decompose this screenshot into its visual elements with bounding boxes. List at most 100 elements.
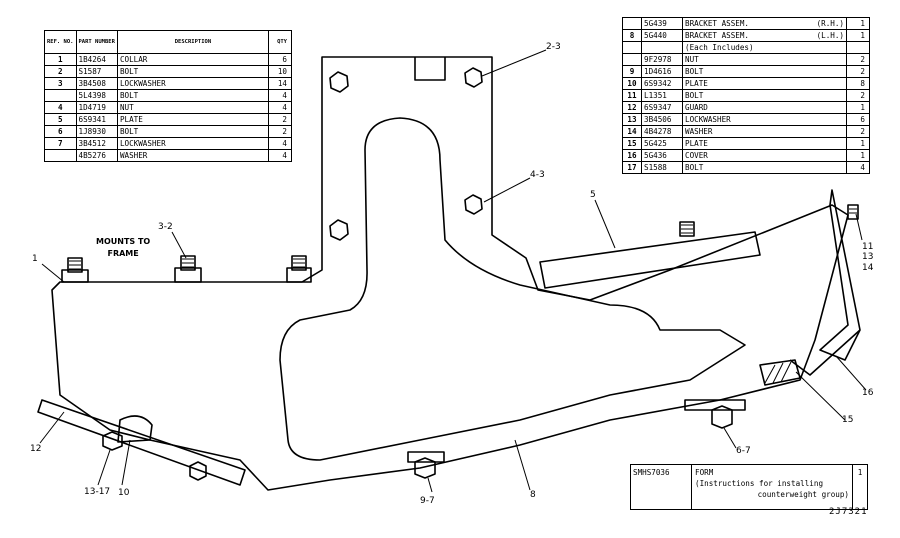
row-qty: 2 <box>268 113 292 126</box>
row-qty: 4 <box>268 89 292 102</box>
row-part-number: 1B4264 <box>75 53 118 66</box>
row-description: BOLT <box>116 125 270 138</box>
header-ref: REF. NO. <box>44 30 77 54</box>
row-description: LOCKWASHER <box>116 137 270 150</box>
row-part-number: 5L4398 <box>75 89 118 102</box>
bolt-left-lower <box>189 461 207 481</box>
callout-2-3: 2-3 <box>546 42 561 52</box>
form-desc-line2: (Instructions for installing <box>695 479 824 488</box>
callout-8: 8 <box>530 490 536 500</box>
row-part-number: 6S9341 <box>75 113 118 126</box>
row-description: BOLT <box>116 65 270 78</box>
row-ref: 16 <box>622 149 642 162</box>
callout-1: 1 <box>32 254 38 264</box>
form-description: FORM (Instructions for installing counte… <box>692 465 853 509</box>
row-ref: 2 <box>44 65 77 78</box>
row-description: BOLT <box>685 163 704 172</box>
row-description-cell: BOLT <box>682 89 847 102</box>
row-side: (L.H.) <box>816 31 844 40</box>
row-qty: 6 <box>846 113 870 126</box>
callout-12: 12 <box>30 444 42 454</box>
row-description-cell: COVER <box>682 149 847 162</box>
row-qty: 4 <box>846 161 870 174</box>
row-description: BOLT <box>685 91 704 100</box>
mounts-note-line1: MOUNTS TO <box>96 237 151 246</box>
row-ref <box>622 41 642 54</box>
top-notch <box>414 57 446 81</box>
row-part-number: 1J8930 <box>75 125 118 138</box>
row-part-number: 6S9342 <box>641 77 683 90</box>
callout-6-7: 6-7 <box>736 446 751 456</box>
row-description: WASHER <box>116 149 270 162</box>
bolt-11 <box>847 204 859 220</box>
bolt-13-17 <box>102 431 123 451</box>
form-desc-line3: counterweight group) <box>757 490 849 499</box>
row-part-number: 6S9347 <box>641 101 683 114</box>
bolt-10 <box>117 415 153 443</box>
callout-5: 5 <box>590 190 596 200</box>
row-part-number: 3B4512 <box>75 137 118 150</box>
hex-bolt-top-left <box>329 71 349 93</box>
form-part-number: SMHS7036 <box>631 465 692 509</box>
bracket-recess <box>279 117 746 461</box>
callout-10: 10 <box>118 488 130 498</box>
row-qty: 6 <box>268 53 292 66</box>
row-qty: 1 <box>846 17 870 30</box>
row-description-cell: BOLT <box>682 161 847 174</box>
row-description: BOLT <box>116 89 270 102</box>
row-ref: 13 <box>622 113 642 126</box>
row-description-cell: PLATE <box>682 77 847 90</box>
row-description-cell: LOCKWASHER <box>682 113 847 126</box>
row-description: LOCKWASHER <box>685 115 731 124</box>
leader-lines <box>39 49 867 493</box>
row-part-number: 5G436 <box>641 149 683 162</box>
row-description: BOLT <box>685 67 704 76</box>
row-description: (Each Includes) <box>685 43 754 52</box>
row-ref: 8 <box>622 29 642 42</box>
row-ref: 12 <box>622 101 642 114</box>
row-part-number: 5G439 <box>641 17 683 30</box>
row-ref: 10 <box>622 77 642 90</box>
callout-16: 16 <box>862 388 874 398</box>
plate-5 <box>539 231 761 289</box>
row-part-number: 1D4616 <box>641 65 683 78</box>
callout-11: 11 <box>862 242 874 252</box>
stud-1 <box>61 257 89 283</box>
row-part-number: 4B4278 <box>641 125 683 138</box>
stud-plate-5 <box>679 221 695 237</box>
row-description: LOCKWASHER <box>116 77 270 90</box>
row-description-cell: BOLT <box>682 65 847 78</box>
guard-left <box>37 399 246 486</box>
row-ref <box>622 17 642 30</box>
row-part-number: S1587 <box>75 65 118 78</box>
form-row: SMHS7036 FORM (Instructions for installi… <box>630 464 868 510</box>
row-qty: 4 <box>268 137 292 150</box>
bolt-9-7 <box>407 451 445 479</box>
stud-2 <box>174 255 202 283</box>
callout-15: 15 <box>842 415 854 425</box>
callout-13-17: 13-17 <box>84 487 111 497</box>
drawing-number: 2J7321 <box>829 507 868 517</box>
row-ref <box>44 149 77 162</box>
row-qty: 2 <box>846 125 870 138</box>
row-ref <box>622 53 642 66</box>
row-qty: 8 <box>846 77 870 90</box>
right-table-row: (Each Includes) <box>622 41 870 54</box>
row-ref: 6 <box>44 125 77 138</box>
row-ref: 17 <box>622 161 642 174</box>
row-qty: 14 <box>268 77 292 90</box>
callout-4-3: 4-3 <box>530 170 545 180</box>
row-description: COVER <box>685 151 708 160</box>
